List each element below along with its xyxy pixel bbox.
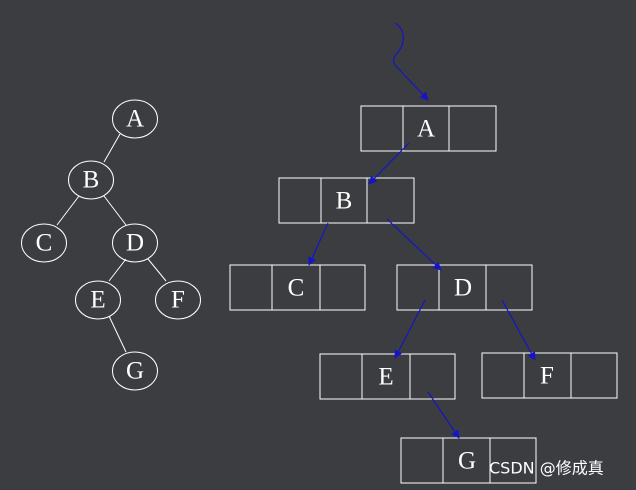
svg-text:F: F [171, 287, 185, 314]
svg-text:E: E [90, 287, 105, 314]
svg-text:G: G [458, 448, 476, 475]
tree-node-g: G [112, 351, 158, 391]
tree-edge-b-c [56, 195, 80, 226]
svg-text:B: B [336, 188, 353, 215]
tree-node-e: E [75, 280, 121, 320]
pointer-arrows [308, 22, 536, 439]
svg-text:B: B [83, 167, 100, 194]
linked-node-b: B [278, 177, 415, 224]
pointer-b-c [308, 222, 329, 266]
svg-text:F: F [540, 363, 554, 390]
tree-edge-e-g [108, 315, 127, 353]
tree-edge-b-d [103, 195, 127, 226]
pointer-e-g [427, 391, 460, 439]
linked-node-g: G [400, 437, 537, 484]
linked-node-e: E [319, 353, 456, 400]
pointer-d-f [501, 299, 536, 361]
svg-text:E: E [378, 364, 393, 391]
pointer-d-e [394, 299, 426, 359]
svg-text:C: C [36, 230, 53, 257]
linked-node-d: D [396, 264, 533, 311]
linked-node-f: F [481, 352, 618, 399]
pointer-b-d [386, 218, 442, 271]
tree-node-d: D [112, 223, 158, 263]
linked-node-a: A [360, 105, 497, 152]
tree-edge-d-f [147, 258, 167, 282]
svg-text:D: D [454, 275, 472, 302]
tree-node-b: B [68, 160, 114, 200]
root-pointer-arrow [392, 22, 429, 101]
tree-edges [56, 133, 167, 353]
tree-edge-d-e [108, 258, 127, 282]
tree-node-c: C [21, 223, 67, 263]
svg-text:G: G [126, 358, 144, 385]
svg-text:C: C [288, 275, 305, 302]
linked-node-c: C [229, 264, 366, 311]
svg-text:D: D [126, 230, 144, 257]
tree-edge-a-b [103, 133, 121, 163]
watermark: CSDN @修成真 [489, 459, 604, 478]
pointer-a-b [368, 142, 410, 185]
svg-text:A: A [417, 116, 435, 143]
svg-text:A: A [126, 106, 144, 133]
tree-node-f: F [155, 280, 201, 320]
tree-node-a: A [112, 99, 158, 139]
